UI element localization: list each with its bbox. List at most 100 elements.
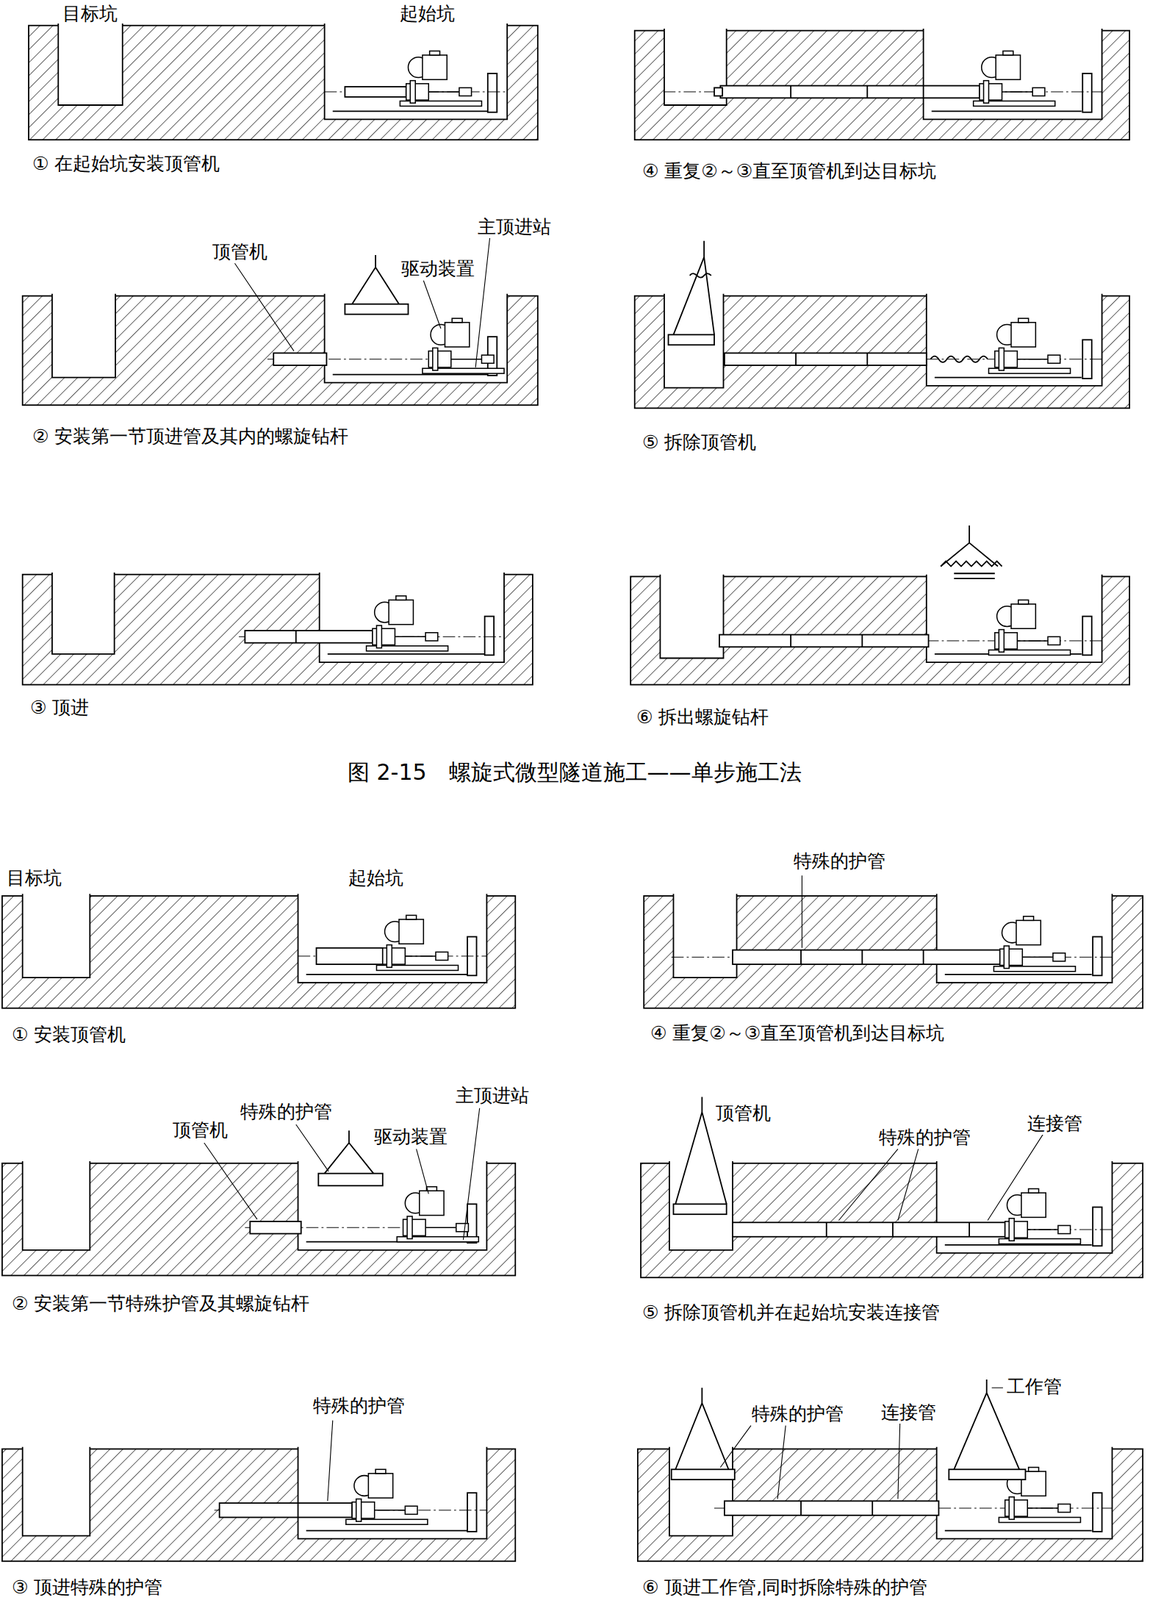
panel-b-step1-part [22,893,91,978]
panel-step4-part [720,85,980,99]
panel-b-step4-part [936,893,1113,983]
panel-b-step5-part [936,1161,1113,1253]
step-caption: ① 安装顶管机 [10,1023,128,1046]
panel-step3-part [295,630,297,643]
panel-b-step1 [2,893,516,1009]
part-label: 主顶进站 [454,1084,531,1107]
panel-b-step5-part [732,1222,1006,1236]
part-label: 驱动装置 [399,257,477,280]
panel-b-step2-part [298,1161,488,1250]
part-label: 驱动装置 [372,1125,449,1148]
panel-b-step4 [643,875,1143,1008]
panel-b-step5-part [826,1222,970,1236]
panel-step2 [22,237,538,405]
step-caption: ⑤ 拆除顶管机 [640,431,758,454]
panel-b-step4-part [801,875,803,948]
panel-b-step2-part [324,1130,375,1173]
panel-step5-part [988,318,1070,374]
panel-b-step5-part [673,1203,727,1214]
part-label: 特殊的护管 [311,1394,407,1417]
panel-b-step6-part [671,1468,735,1480]
panel-b-step2-part [204,1108,480,1240]
panel-step2-part [234,237,490,367]
panel-step4-part [973,50,1056,106]
panel-step5-part [690,273,712,278]
panel-step3-part [244,630,373,643]
step-caption: ④ 重复②～③直至顶管机到达目标坑 [640,160,938,183]
step-caption: ④ 重复②～③直至顶管机到达目标坑 [648,1022,946,1045]
panel-step6-part [940,525,998,567]
panel-step6-part [1082,616,1092,656]
part-label: 特殊的护管 [792,850,887,873]
panel-step6-part [719,634,929,648]
panel-b-step3-part [327,1420,333,1502]
step-caption: ② 安装第一节特殊护管及其螺旋钻杆 [10,1292,311,1315]
panel-step3-part [366,595,449,652]
panel-b-step5 [640,1097,1143,1278]
part-label: 特殊的护管 [750,1402,846,1425]
panel-step5-part [930,356,988,363]
panel-step1-part [487,73,497,113]
panel-step1-part [332,110,488,112]
panel-step2-part [351,254,400,305]
part-label: 起始坑 [398,2,457,25]
panel-b-step6-part [936,1446,1113,1539]
panel-b-step4-part [673,893,737,978]
part-label: 特殊的护管 [877,1126,973,1149]
part-label: 工作管 [1005,1375,1064,1398]
panel-step4 [634,28,1130,140]
panel-step2-part [324,293,508,383]
panel-b-step4-part [800,950,924,965]
panel-b-step3-part [22,1446,91,1536]
figure-caption: 图 2-15 螺旋式微型隧道施工——单步施工法 [346,759,804,786]
panel-b-step6-part [724,1500,940,1515]
step-caption: ② 安装第一节顶进管及其内的螺旋钻杆 [30,425,350,448]
panel-b-step2-part [249,1221,301,1234]
panel-step6 [630,525,1130,685]
panel-step3-part [52,572,115,654]
panel-b-step6-part [944,1529,1092,1532]
panel-b-step2 [2,1108,516,1276]
panel-step4-part [790,85,923,99]
panel-b-step1-part [316,947,383,965]
panel-b-step5-part [998,1188,1081,1244]
step-caption: ③ 顶进特殊的护管 [10,1576,164,1599]
panel-step4-part [923,28,1103,120]
panel-step1-part [344,86,406,97]
panel-step4-part [1082,73,1092,113]
panel-b-step2-part [318,1173,383,1187]
panel-step5-part [934,376,1082,379]
panel-b-step6-part [1092,1492,1102,1532]
panel-step2-part [344,304,408,315]
panel-b-step3-part [467,1492,477,1532]
panel-b-step6-part [675,1387,729,1469]
panel-b-step5-part [669,1161,733,1250]
panel-step4-part [664,28,727,106]
part-label: 连接管 [1025,1112,1084,1135]
panel-step2-part [273,352,327,366]
panel-b-step3-part [297,1502,300,1517]
panel-step2-part [52,293,116,378]
panel-b-step3-part [306,1529,468,1532]
panel-step2-part [422,318,505,374]
panel-step6-part [790,634,862,648]
panel-step5 [634,241,1130,409]
panel-b-step6-part [800,1500,873,1515]
panel-step5-part [795,352,868,366]
panel-step1 [28,23,538,140]
panel-step3-part [484,616,494,656]
panel-b-step4-part [1092,936,1102,976]
panel-step1-part [58,23,122,106]
panel-step5-part [668,334,715,345]
panel-step6-part [953,573,995,579]
step-caption: ⑤ 拆除顶管机并在起始坑安装连接管 [640,1301,942,1324]
panel-b-step2-part [22,1161,91,1250]
part-label: 主顶进站 [476,216,553,239]
panel-step6-part [988,599,1070,655]
panel-step5-part [926,293,1103,386]
part-label: 连接管 [879,1401,938,1424]
panel-step3-part [327,653,485,655]
panel-step3-part [319,572,505,663]
part-label: 目标坑 [60,2,120,25]
part-label: 顶管机 [210,241,269,264]
